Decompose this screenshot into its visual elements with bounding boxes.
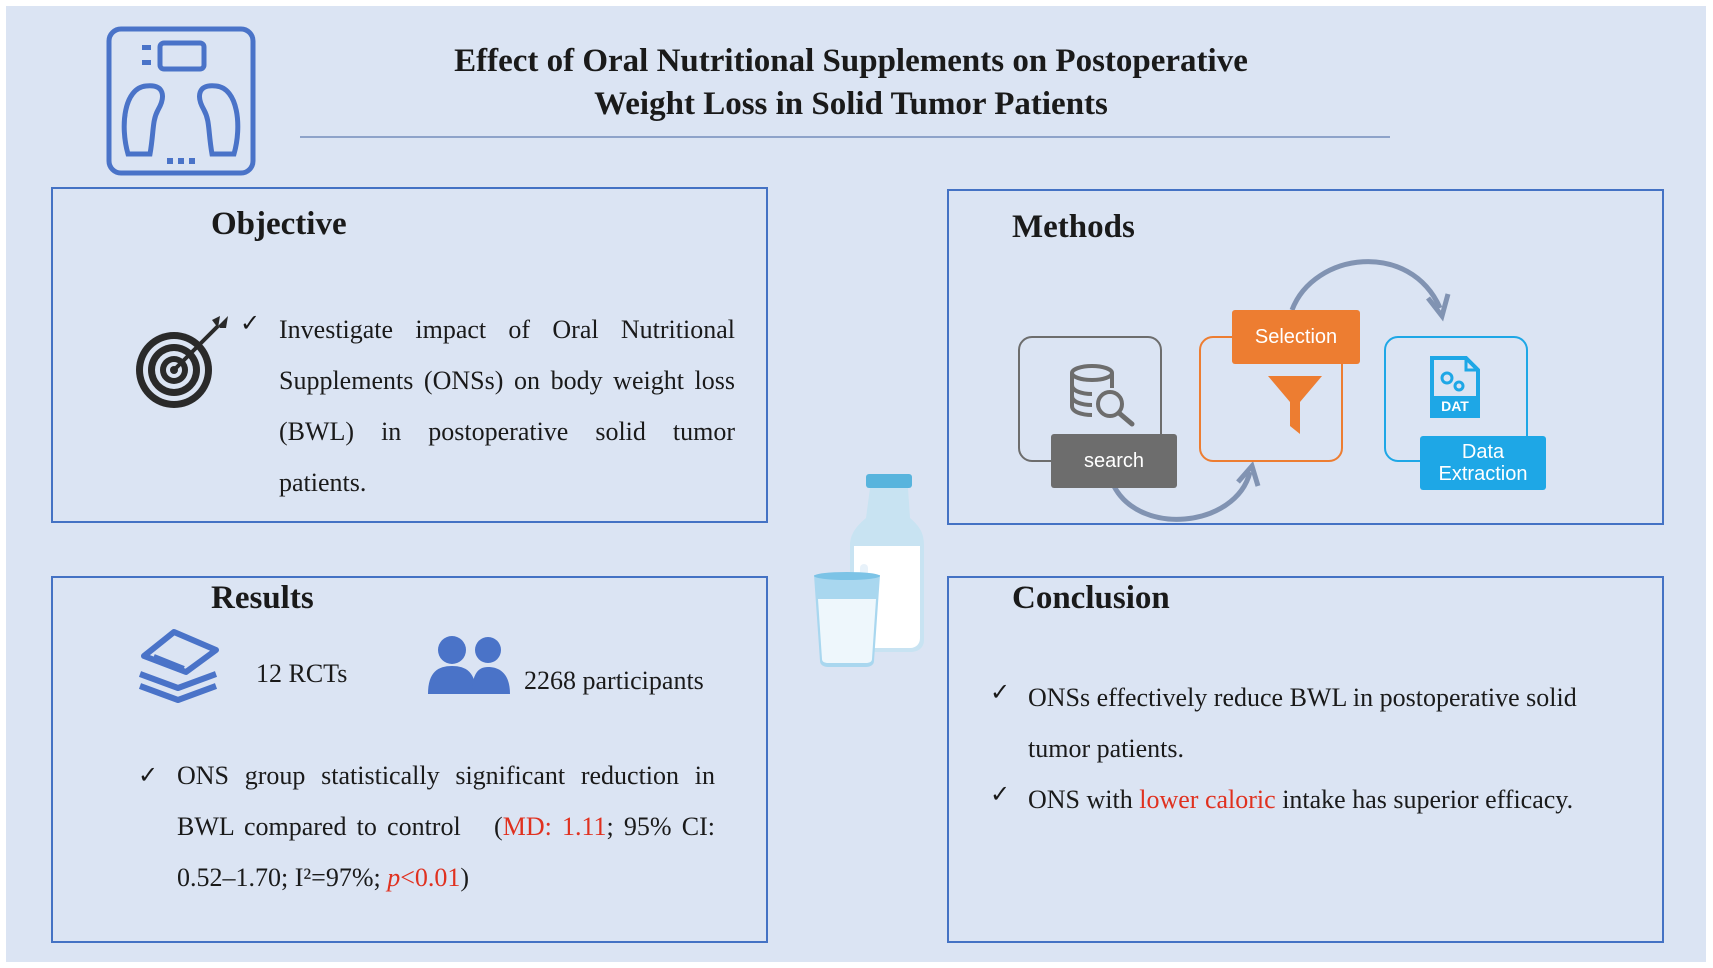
objective-panel — [51, 187, 768, 523]
p-letter: p — [387, 863, 401, 892]
mean-difference: MD: 1.11 — [502, 812, 607, 841]
objective-text: Investigate impact of Oral Nutritional S… — [279, 315, 735, 497]
extraction-label-line-1: Data — [1461, 441, 1505, 463]
selection-step-label: Selection — [1232, 310, 1360, 364]
title-divider — [300, 136, 1390, 138]
methods-panel — [947, 189, 1664, 525]
extraction-step-label: Data Extraction — [1420, 436, 1546, 490]
finding-stats: ; 95% CI: 0.52–1.70; I²=97%; — [177, 812, 715, 892]
conclusion-panel — [947, 576, 1664, 943]
conclusion-checkmark-icon-1: ✓ — [990, 678, 1011, 706]
finding-suffix: ) — [460, 863, 470, 892]
graphical-abstract: Effect of Oral Nutritional Supplements o… — [6, 6, 1706, 962]
people-icon — [428, 636, 510, 694]
target-icon — [136, 316, 228, 408]
rcts-count: 12 RCTs — [256, 659, 348, 688]
conclusion-item-2: ONS with lower caloric intake has superi… — [1028, 774, 1588, 825]
conclusion-checkmark-icon-2: ✓ — [990, 780, 1011, 808]
filter-icon — [1268, 376, 1322, 434]
title-line-1: Effect of Oral Nutritional Supplements o… — [454, 43, 1248, 79]
finding-prefix: ONS group statistically significant redu… — [177, 761, 715, 841]
results-panel — [51, 576, 768, 943]
conclusion-heading: Conclusion — [1012, 580, 1170, 616]
search-step-label: search — [1051, 434, 1177, 488]
data-file-icon — [1430, 356, 1480, 418]
data-file-label: DAT — [1441, 398, 1469, 414]
title-line-2: Weight Loss in Solid Tumor Patients — [594, 86, 1108, 122]
item2-prefix: ONS with — [1028, 785, 1140, 814]
extraction-label-line-2: Extraction — [1438, 463, 1528, 485]
flow-arrows — [1109, 259, 1451, 522]
item2-suffix: intake has superior efficacy. — [1275, 785, 1574, 814]
objective-heading: Objective — [211, 206, 347, 242]
methods-heading: Methods — [1012, 209, 1135, 245]
papers-stack-icon — [138, 629, 219, 703]
scale-icon — [106, 26, 256, 176]
results-heading: Results — [211, 580, 314, 616]
results-finding: ONS group statistically significant redu… — [177, 750, 715, 903]
item2-highlight: lower caloric — [1139, 785, 1276, 814]
p-value: <0.01 — [400, 863, 461, 892]
participants-count: 2268 participants — [524, 666, 704, 695]
results-checkmark-icon: ✓ — [138, 761, 159, 789]
objective-checkmark-icon: ✓ — [240, 309, 261, 337]
conclusion-item-1: ONSs effectively reduce BWL in postopera… — [1028, 683, 1577, 763]
milk-glass-icon — [814, 572, 880, 667]
database-search-icon — [1070, 364, 1135, 427]
page-title: Effect of Oral Nutritional Supplements o… — [306, 40, 1396, 126]
